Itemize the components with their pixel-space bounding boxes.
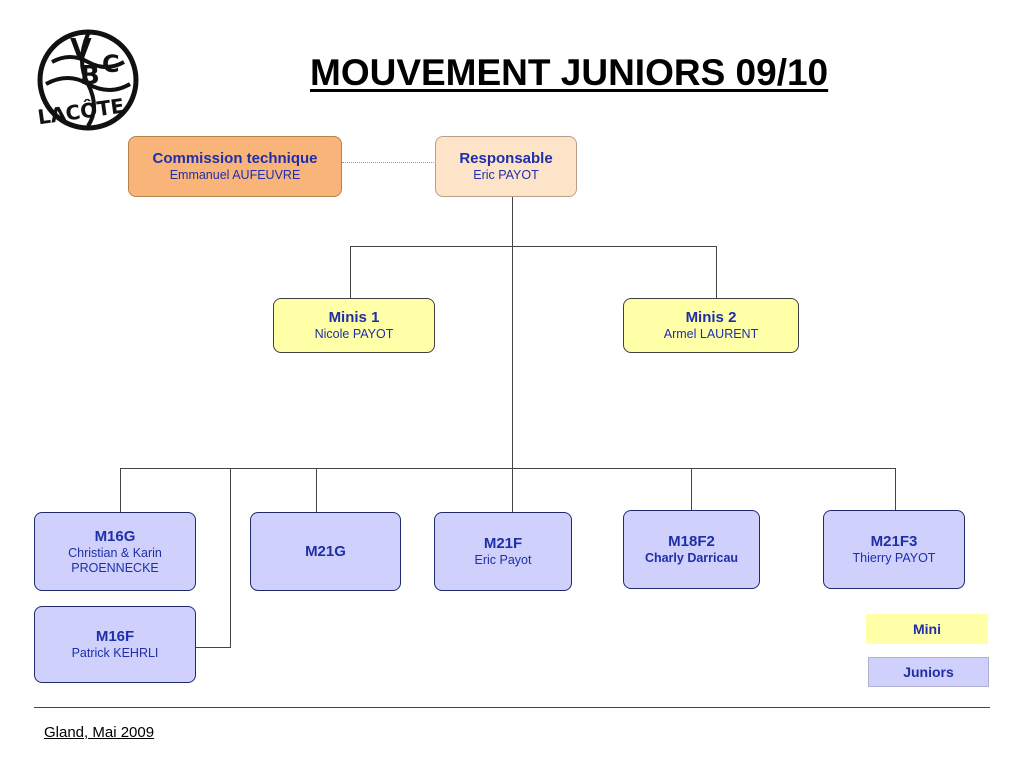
connector-m21f3-drop — [895, 468, 896, 510]
svg-text:C: C — [102, 50, 120, 78]
team-m21f3-title: M21F3 — [870, 533, 918, 550]
connector-m21g-drop — [316, 468, 317, 512]
responsable-title: Responsable — [459, 150, 553, 167]
team-m18f2-person: Charly Darricau — [644, 551, 739, 565]
legend-mini: Mini — [866, 614, 988, 644]
svg-text:V: V — [70, 32, 92, 65]
minis-1-person: Nicole PAYOT — [314, 327, 394, 341]
commission-person: Emmanuel AUFEUVRE — [169, 168, 301, 182]
team-m21f-box: M21F Eric Payot — [434, 512, 572, 591]
minis-2-box: Minis 2 Armel LAURENT — [623, 298, 799, 353]
connector-teams-bar — [120, 468, 896, 469]
team-m16g-box: M16G Christian & Karin PROENNECKE — [34, 512, 196, 591]
advisory-link — [342, 162, 436, 163]
connector-m21f-drop — [512, 468, 513, 512]
legend-juniors: Juniors — [868, 657, 989, 687]
team-m21f-person: Eric Payot — [474, 553, 532, 567]
team-m18f2-box: M18F2 Charly Darricau — [623, 510, 760, 589]
responsable-person: Eric PAYOT — [473, 168, 539, 182]
connector-m16f-stub — [196, 647, 231, 648]
team-m16g-person: Christian & Karin PROENNECKE — [68, 545, 162, 575]
connector-responsable-trunk — [512, 196, 513, 469]
page-title: MOUVEMENT JUNIORS 09/10 — [310, 52, 829, 93]
connector-minis1-drop — [350, 246, 351, 298]
team-m18f2-title: M18F2 — [668, 533, 715, 550]
connector-minis2-drop — [716, 246, 717, 298]
svg-text:B: B — [80, 61, 100, 91]
connector-m18f2-drop — [691, 468, 692, 510]
minis-1-box: Minis 1 Nicole PAYOT — [273, 298, 435, 353]
connector-minis-bar — [350, 246, 717, 247]
responsable-box: Responsable Eric PAYOT — [435, 136, 577, 197]
connector-m16f-branch — [230, 468, 231, 648]
minis-2-title: Minis 2 — [685, 309, 737, 326]
club-logo: V B C LACÔTE — [36, 29, 139, 131]
team-m21f-title: M21F — [483, 535, 523, 552]
team-m21f3-box: M21F3 Thierry PAYOT — [823, 510, 965, 589]
minis-1-title: Minis 1 — [328, 309, 380, 326]
team-m21g-title: M21G — [305, 542, 346, 560]
footer-place-date: Gland, Mai 2009 — [44, 724, 155, 741]
team-m16f-box: M16F Patrick KEHRLI — [34, 606, 196, 683]
team-m16f-person: Patrick KEHRLI — [71, 646, 159, 660]
minis-2-person: Armel LAURENT — [663, 327, 759, 341]
team-m16f-title: M16F — [95, 628, 135, 645]
connector-m16g-drop — [120, 468, 121, 512]
team-m21f3-person: Thierry PAYOT — [852, 551, 936, 565]
commission-title: Commission technique — [152, 150, 318, 167]
commission-technique-box: Commission technique Emmanuel AUFEUVRE — [128, 136, 342, 197]
team-m16g-title: M16G — [94, 527, 136, 545]
footer-divider — [34, 707, 990, 708]
team-m21g-box: M21G — [250, 512, 401, 591]
